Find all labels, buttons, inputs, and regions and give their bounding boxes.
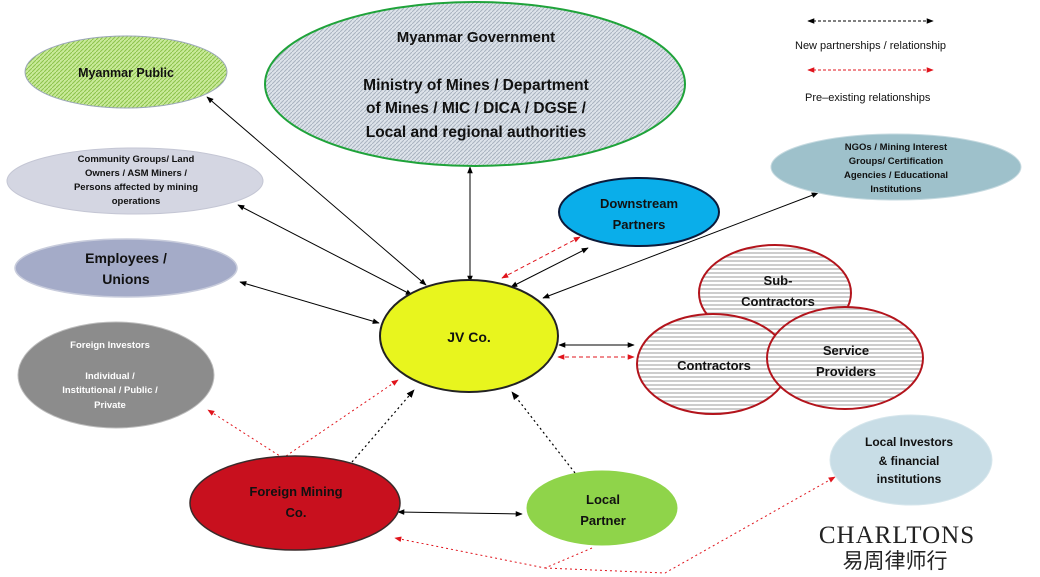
subcontractors-line1: Sub- bbox=[764, 273, 793, 288]
local-investors-line3: institutions bbox=[877, 472, 942, 486]
node-foreign-mining: Foreign Mining Co. bbox=[189, 455, 401, 551]
government-line3: Local and regional authorities bbox=[366, 124, 586, 141]
edge-foreignmining-jv bbox=[351, 389, 415, 463]
foreign-investors-line1: Individual / bbox=[85, 371, 135, 382]
node-employees: Employees / Unions bbox=[14, 238, 238, 298]
charltons-logo: CHARLTONS 易周律师行 bbox=[819, 522, 975, 573]
contractors-label: Contractors bbox=[677, 358, 751, 373]
employees-line1: Employees / bbox=[85, 250, 167, 266]
ngos-ellipse bbox=[770, 133, 1022, 201]
employees-line2: Unions bbox=[102, 271, 150, 287]
ngos-line1: NGOs / Mining Interest bbox=[845, 142, 948, 153]
local-partner-ellipse bbox=[526, 470, 678, 546]
community-line4: operations bbox=[112, 196, 161, 207]
community-line2: Owners / ASM Miners / bbox=[85, 168, 187, 179]
community-line1: Community Groups/ Land bbox=[78, 154, 195, 165]
edge-jv-downstream-pre bbox=[501, 236, 581, 279]
node-government: Myanmar Government Ministry of Mines / D… bbox=[264, 1, 686, 167]
edge-foreignmining-foreigninvestors bbox=[207, 409, 284, 459]
node-local-partner: Local Partner bbox=[526, 470, 678, 546]
foreign-investors-line2: Institutional / Public / bbox=[62, 385, 158, 396]
community-line3: Persons affected by mining bbox=[74, 182, 198, 193]
government-line2: of Mines / MIC / DICA / DGSE / bbox=[366, 100, 587, 117]
local-investors-line1: Local Investors bbox=[865, 435, 953, 449]
government-title: Myanmar Government bbox=[397, 29, 555, 46]
public-ellipse bbox=[24, 35, 228, 109]
downstream-line2: Partners bbox=[613, 217, 666, 232]
ngos-line2: Groups/ Certification bbox=[849, 156, 944, 167]
service-ellipse bbox=[766, 306, 924, 410]
jv-ellipse bbox=[379, 279, 559, 393]
node-ngos: NGOs / Mining Interest Groups/ Certifica… bbox=[770, 133, 1022, 201]
service-line1: Service bbox=[823, 343, 869, 358]
edge-localpartner-jv bbox=[511, 391, 576, 474]
local-partner-line1: Local bbox=[586, 492, 620, 507]
local-investors-ellipse bbox=[829, 414, 993, 506]
government-line1: Ministry of Mines / Department bbox=[363, 77, 589, 94]
foreign-mining-ellipse bbox=[189, 455, 401, 551]
edge-localpartner-foreignmining-pre bbox=[394, 536, 593, 569]
logo-chinese: 易周律师行 bbox=[843, 549, 948, 573]
ngos-line3: Agencies / Educational bbox=[844, 170, 948, 181]
public-label: Myanmar Public bbox=[78, 66, 174, 80]
node-local-investors: Local Investors & financial institutions bbox=[829, 414, 993, 506]
edge-jv-employees bbox=[239, 281, 380, 324]
edge-jv-ngos bbox=[542, 192, 819, 299]
foreign-mining-line1: Foreign Mining bbox=[249, 484, 342, 499]
local-investors-line2: & financial bbox=[879, 454, 940, 468]
node-contractor-cluster: Sub- Contractors Contractors Service Pro… bbox=[636, 244, 924, 415]
downstream-line1: Downstream bbox=[600, 196, 678, 211]
service-line2: Providers bbox=[816, 364, 876, 379]
connectors bbox=[206, 96, 836, 574]
edge-localinvestors-pre bbox=[544, 476, 836, 574]
edge-jv-community bbox=[237, 204, 413, 296]
foreign-investors-line3: Private bbox=[94, 400, 126, 411]
node-foreign-investors: Foreign Investors Individual / Instituti… bbox=[17, 321, 215, 429]
node-jv: JV Co. bbox=[379, 279, 559, 393]
edge-foreignmining-localpartner bbox=[397, 509, 523, 517]
legend-pre-label: Pre–existing relationships bbox=[805, 92, 931, 104]
logo-name: CHARLTONS bbox=[819, 522, 975, 549]
foreign-investors-ellipse bbox=[17, 321, 215, 429]
government-ellipse bbox=[264, 1, 686, 167]
node-downstream: Downstream Partners bbox=[558, 177, 720, 247]
edge-foreignmining-jv-pre bbox=[285, 379, 399, 457]
foreign-mining-line2: Co. bbox=[286, 505, 307, 520]
jv-label: JV Co. bbox=[447, 329, 491, 345]
node-community: Community Groups/ Land Owners / ASM Mine… bbox=[6, 147, 264, 215]
local-partner-line2: Partner bbox=[580, 513, 626, 528]
node-public: Myanmar Public bbox=[24, 35, 228, 109]
ngos-line4: Institutions bbox=[870, 184, 921, 195]
legend: New partnerships / relationship Pre–exis… bbox=[795, 18, 946, 104]
subcontractors-line2: Contractors bbox=[741, 294, 815, 309]
community-ellipse bbox=[6, 147, 264, 215]
legend-new-label: New partnerships / relationship bbox=[795, 40, 946, 52]
foreign-investors-title: Foreign Investors bbox=[70, 340, 150, 351]
employees-ellipse bbox=[14, 238, 238, 298]
downstream-ellipse bbox=[558, 177, 720, 247]
